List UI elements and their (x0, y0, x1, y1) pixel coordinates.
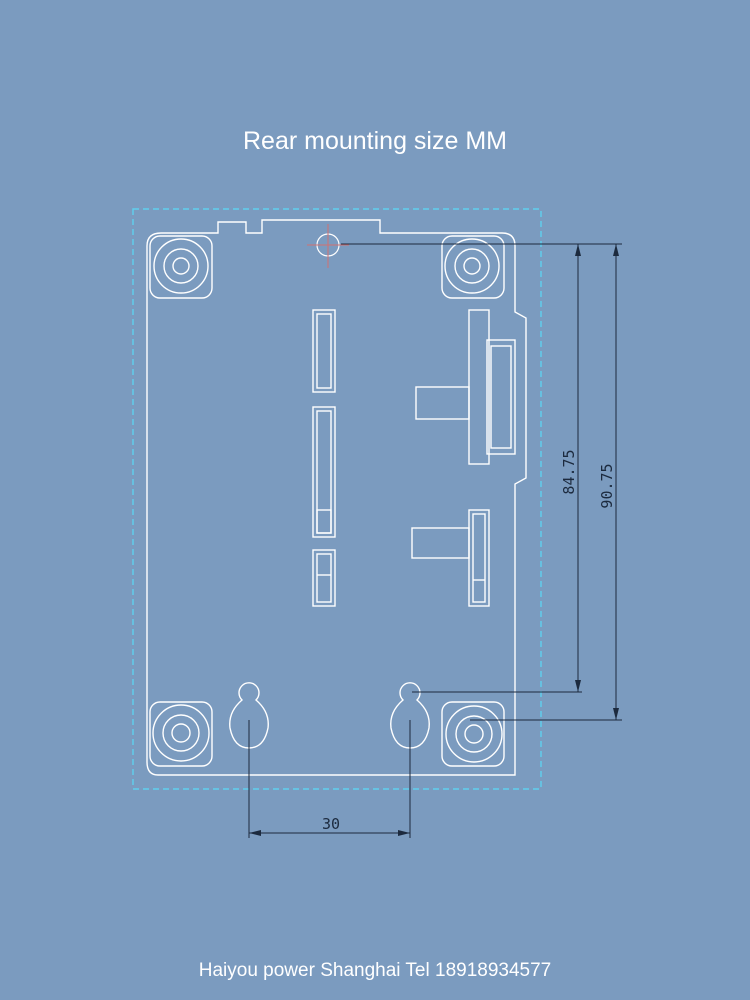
keyhole-left (229, 682, 269, 749)
dimension-horizontal (248, 720, 411, 838)
dimension-label-outer: 90.75 (598, 463, 616, 508)
dimension-vertical (341, 243, 622, 721)
footer-contact: Haiyou power Shanghai Tel 18918934577 (198, 960, 552, 981)
dimension-label-spacing: 30 (322, 815, 340, 833)
dashed-boundary (132, 208, 542, 790)
boss-top-left (149, 235, 213, 299)
center-terminals (312, 309, 336, 607)
plate-outline (146, 219, 527, 776)
dimension-label-inner: 84.75 (560, 449, 578, 494)
dimension-arrows-horizontal (249, 830, 410, 836)
right-terminals (411, 309, 516, 607)
reference-hole (307, 224, 349, 268)
dimension-arrows-vertical (575, 244, 619, 720)
diagram-title: Rear mounting size MM (243, 127, 507, 155)
keyhole-right (390, 682, 430, 749)
boss-bottom-left (149, 701, 213, 767)
boss-top-right (441, 235, 505, 299)
boss-bottom-right (441, 701, 505, 767)
